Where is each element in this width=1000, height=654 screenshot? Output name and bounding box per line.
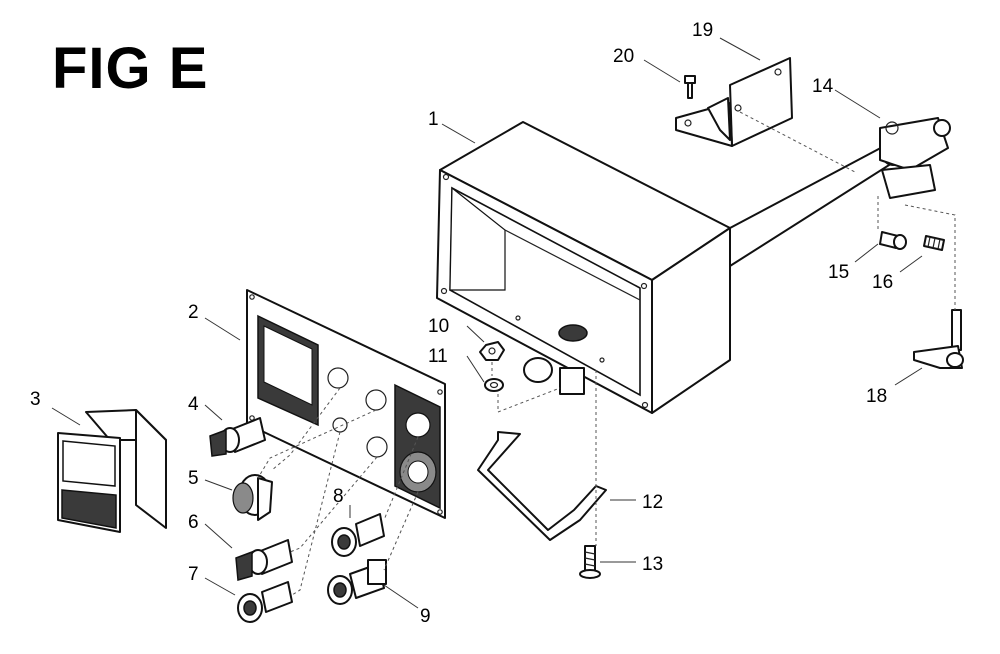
leader-lines <box>51 37 923 609</box>
enclosure-box <box>436 121 731 414</box>
callout-2: 2 <box>188 302 199 323</box>
assembly-lines <box>257 111 956 596</box>
washer <box>484 378 504 392</box>
callout-3: 3 <box>30 389 41 410</box>
push-button-8 <box>331 513 385 557</box>
callout-12: 12 <box>642 492 663 513</box>
callout-7: 7 <box>188 564 199 585</box>
display-module <box>57 409 167 533</box>
support-arm <box>729 117 951 267</box>
locking-lever <box>913 309 964 369</box>
callout-9: 9 <box>420 606 431 627</box>
push-button-9 <box>327 559 387 605</box>
set-screw <box>923 235 945 251</box>
callout-5: 5 <box>188 468 199 489</box>
key-switch-upper <box>209 417 266 457</box>
callout-4: 4 <box>188 394 199 415</box>
callout-11: 11 <box>428 346 448 367</box>
callout-16: 16 <box>872 272 893 293</box>
callout-10: 10 <box>428 316 449 337</box>
push-button-7 <box>237 581 293 623</box>
callout-14: 14 <box>812 76 834 97</box>
callout-labels: 1 2 3 4 5 6 7 8 9 10 11 12 13 14 15 16 1… <box>30 20 893 627</box>
carry-handle <box>477 431 607 541</box>
callout-1: 1 <box>428 109 439 130</box>
rotary-knob <box>232 474 273 521</box>
key-switch-lower <box>235 539 293 581</box>
callout-15: 15 <box>828 262 849 283</box>
callout-19: 19 <box>692 20 713 41</box>
handle-screw <box>579 545 601 579</box>
front-panel <box>246 289 446 519</box>
bracket-screw <box>684 75 696 99</box>
figure-title: FIG E <box>52 36 209 101</box>
callout-13: 13 <box>642 554 663 575</box>
clamp-screw <box>879 231 907 250</box>
callout-6: 6 <box>188 512 199 533</box>
callout-18: 18 <box>866 386 887 407</box>
callout-8: 8 <box>333 486 344 507</box>
hex-nut <box>479 341 505 361</box>
callout-20: 20 <box>613 46 634 67</box>
mounting-bracket <box>675 57 793 147</box>
